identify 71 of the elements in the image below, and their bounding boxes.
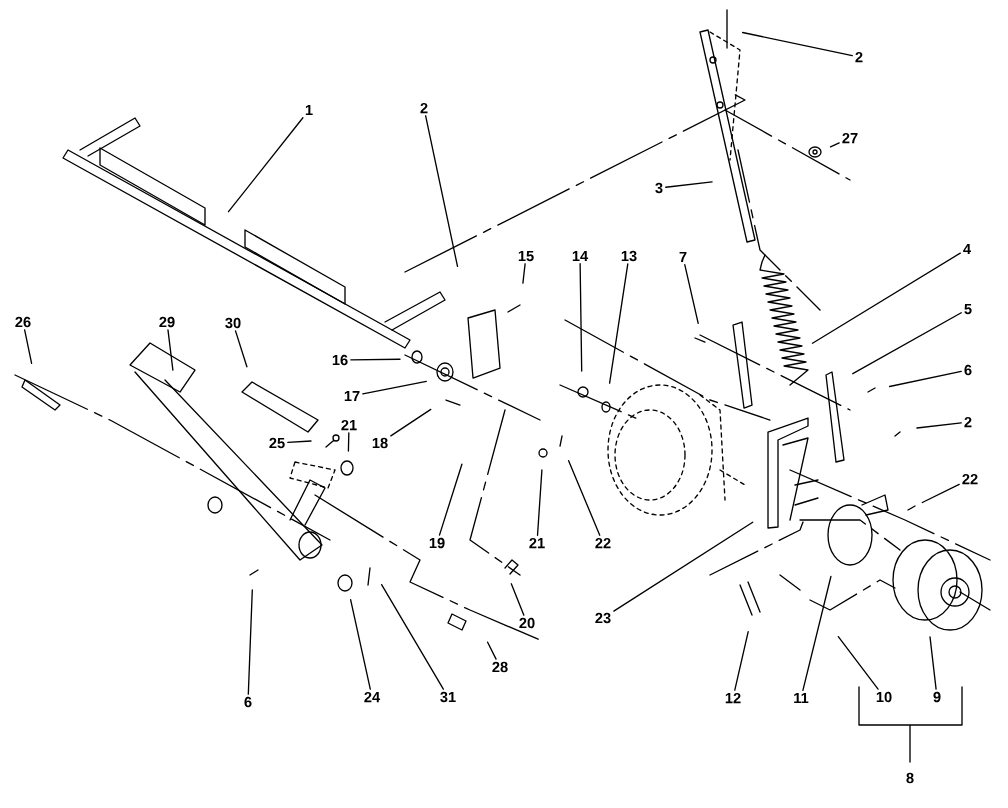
callout-number: 2	[855, 51, 863, 63]
callout-number: 20	[519, 617, 535, 629]
callout-number: 12	[725, 692, 741, 704]
leader-line	[852, 312, 962, 375]
leader-line	[390, 408, 432, 437]
callout-number: 10	[876, 691, 892, 703]
callout-number: 22	[962, 473, 978, 485]
callout-number: 16	[332, 354, 348, 366]
leader-line	[811, 252, 961, 344]
callout-number: 5	[964, 303, 972, 315]
callout-number: 6	[964, 364, 972, 376]
callout-number: 18	[372, 437, 388, 449]
leader-line	[438, 463, 463, 536]
leader-line	[829, 142, 840, 148]
callout-number: 2	[964, 416, 972, 428]
callout-number: 21	[341, 419, 357, 431]
callout-number: 2	[420, 102, 428, 114]
callout-number: 8	[906, 772, 914, 784]
leader-line	[362, 380, 427, 395]
leader-line	[567, 460, 601, 536]
leader-line	[287, 440, 312, 444]
leader-line	[837, 635, 879, 690]
callout-number: 14	[572, 250, 589, 262]
leader-line	[579, 263, 583, 372]
callout-number: 1	[305, 104, 313, 116]
callout-number: 11	[794, 693, 809, 704]
leader-line	[247, 589, 253, 695]
leader-line	[665, 181, 713, 188]
leader-line	[921, 483, 960, 504]
leader-line	[916, 422, 962, 429]
callout-number: 17	[344, 390, 360, 402]
callout-number: 19	[429, 537, 445, 549]
leader-line	[167, 329, 174, 371]
callout-number: 31	[440, 691, 456, 703]
callout-number: 13	[621, 250, 637, 262]
callout-number: 7	[679, 251, 687, 263]
leader-line	[613, 521, 754, 612]
leader-line	[425, 115, 459, 268]
callout-number: 3	[655, 182, 663, 194]
callout-number: 6	[244, 696, 252, 708]
callout-number: 4	[963, 243, 971, 255]
callout-number: 27	[842, 132, 858, 144]
leader-line	[734, 630, 749, 691]
callout-number: 26	[15, 316, 31, 328]
leader-line	[486, 641, 497, 660]
leader-line	[888, 370, 962, 388]
leader-line	[349, 598, 371, 690]
leader-line	[380, 583, 445, 690]
leader-line	[347, 432, 350, 452]
leader-line	[234, 330, 248, 368]
leader-line	[23, 329, 33, 365]
callout-number: 21	[529, 537, 545, 549]
leader-line	[522, 263, 526, 284]
leader-line	[929, 636, 937, 690]
callout-number: 9	[933, 691, 941, 703]
callout-number: 24	[364, 691, 381, 703]
callout-number: 28	[492, 661, 508, 673]
leader-line	[684, 264, 699, 325]
leader-line	[741, 31, 853, 57]
leader-line	[350, 358, 401, 361]
leader-line	[802, 575, 832, 691]
callout-number: 29	[159, 316, 175, 328]
leader-line	[510, 583, 525, 616]
callout-number: 30	[225, 317, 241, 329]
leader-line	[608, 263, 629, 384]
leader-line	[227, 117, 304, 213]
leader-line	[536, 469, 543, 536]
callout-number: 23	[595, 612, 611, 624]
callout-number: 15	[518, 250, 534, 262]
callout-number: 22	[595, 537, 611, 549]
callout-number: 25	[269, 437, 285, 449]
